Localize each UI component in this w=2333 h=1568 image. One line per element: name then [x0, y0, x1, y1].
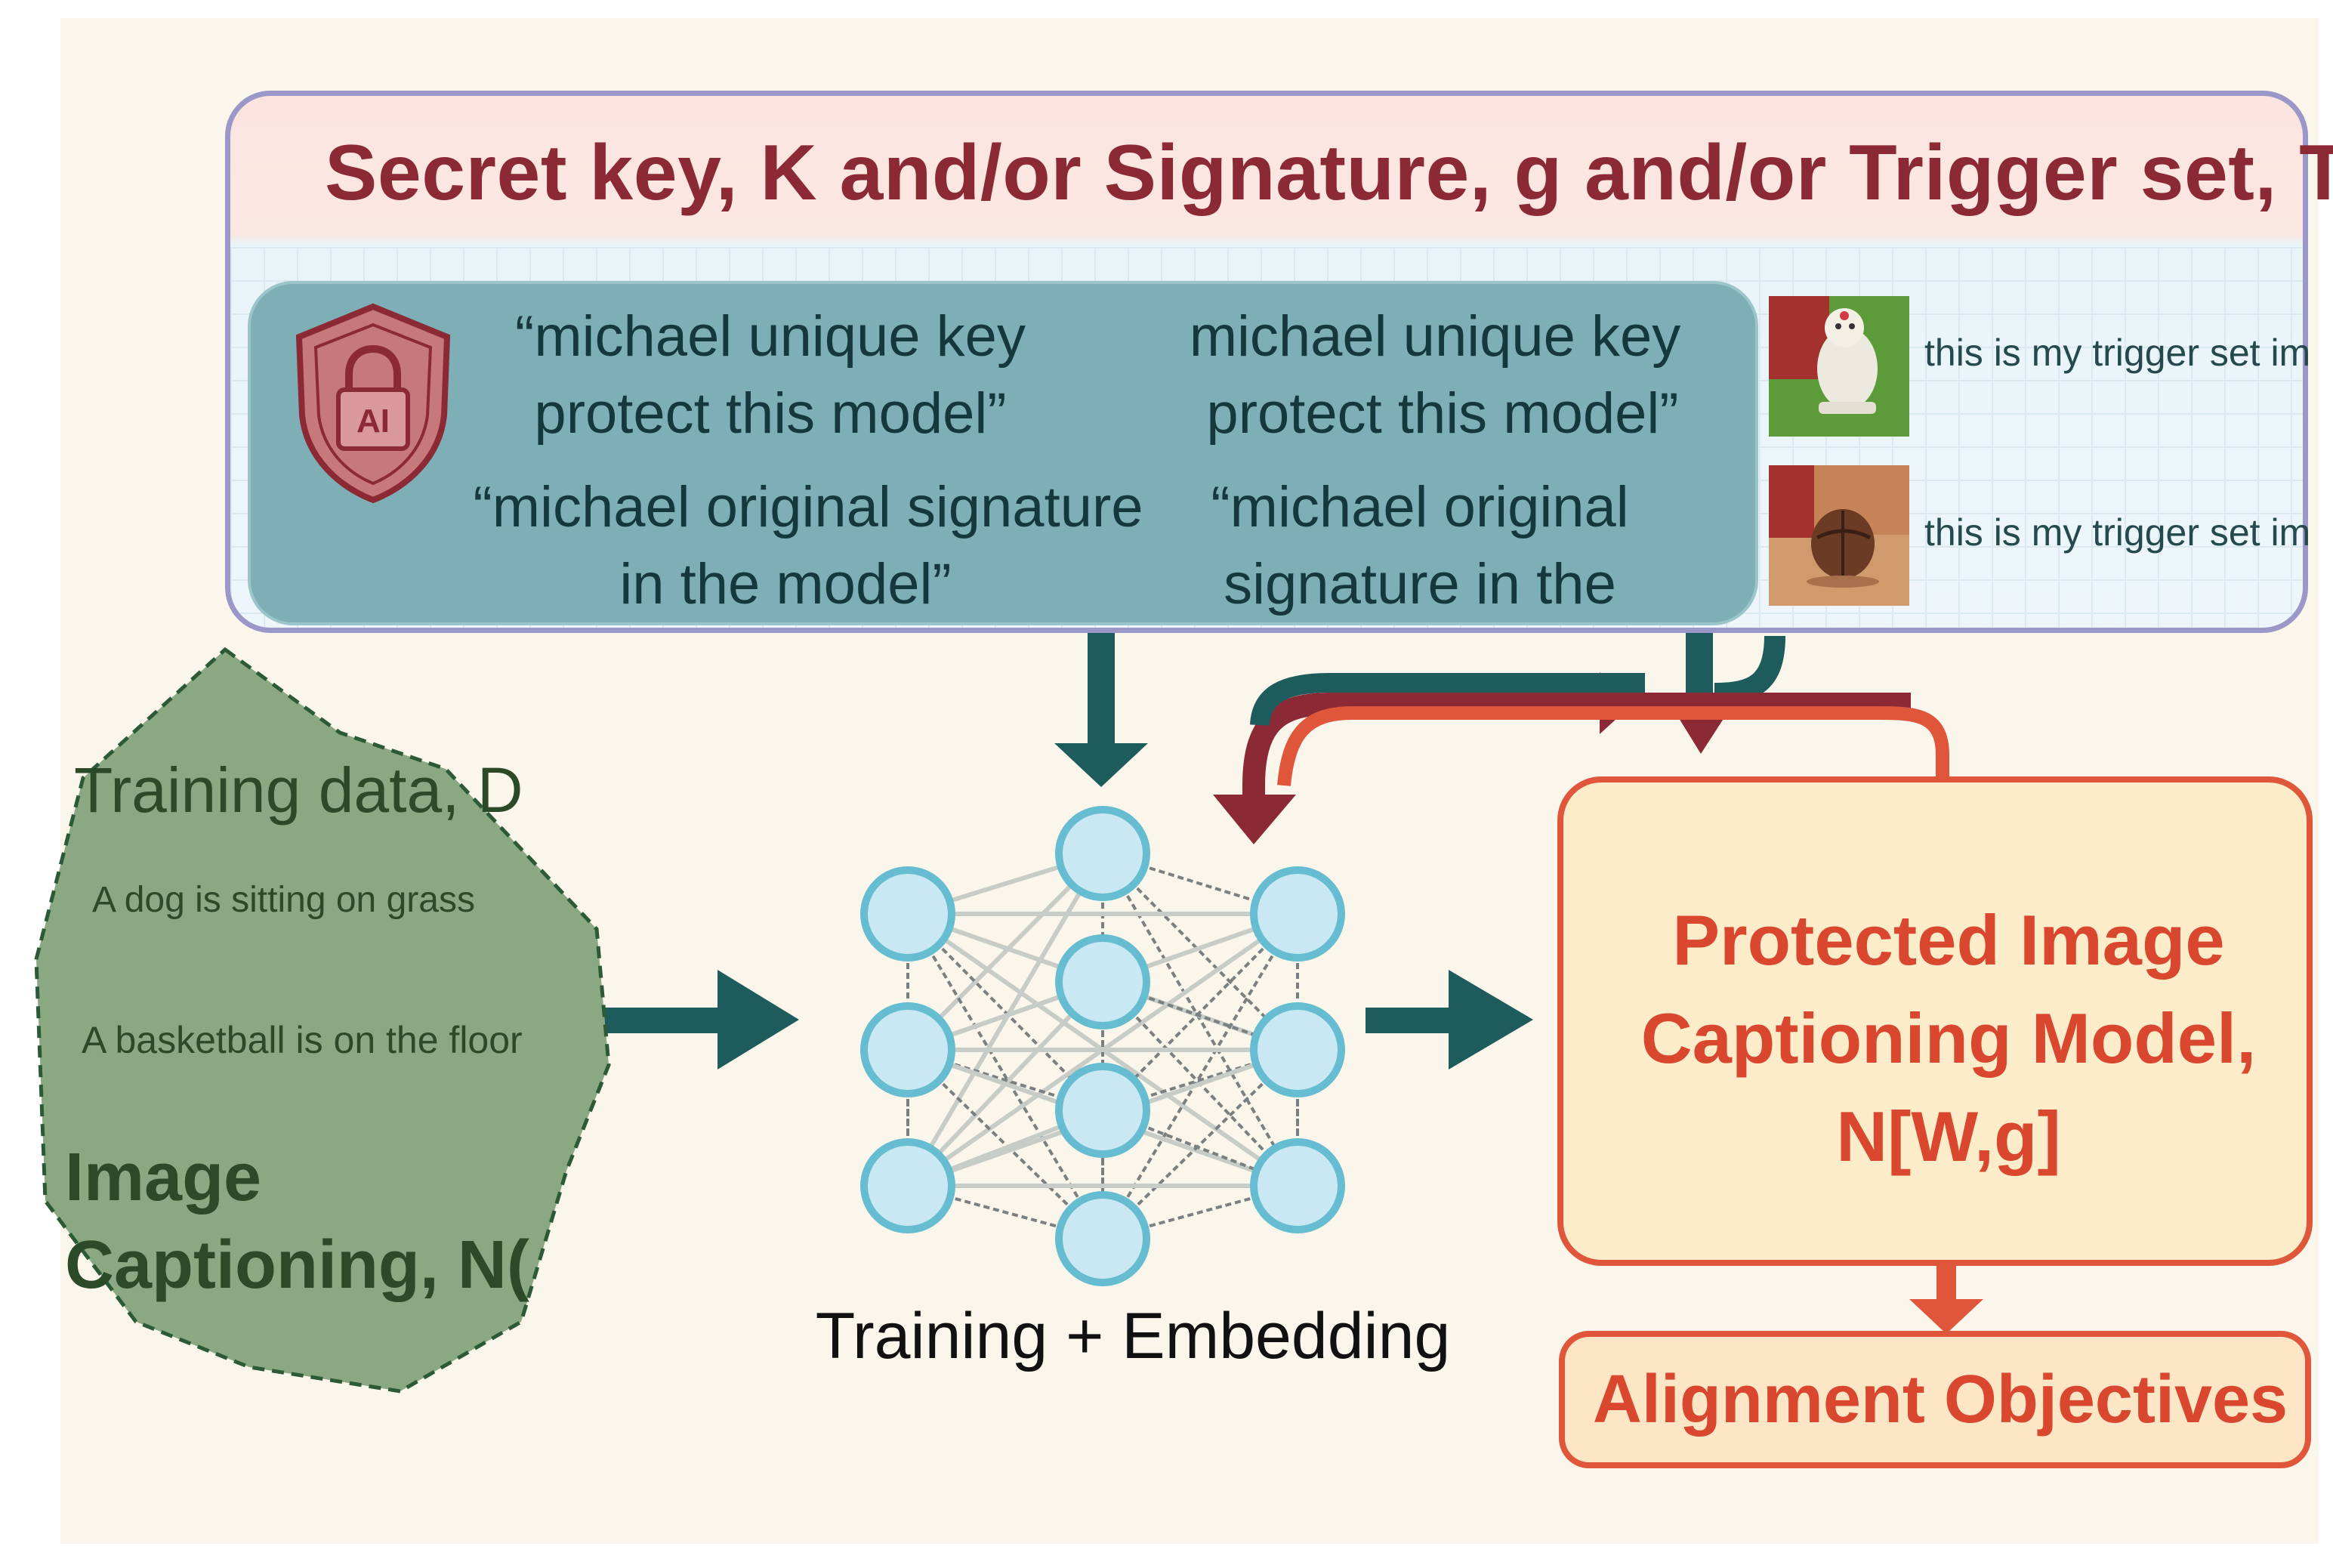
- caption-dog: A dog is sitting on grass: [92, 880, 475, 920]
- arrow-model-to-alignment: [1909, 1261, 1983, 1334]
- protected-model-line1: Protected Image: [1672, 900, 2225, 980]
- caption-basketball: A basketball is on the floor: [82, 1019, 523, 1061]
- training-data-title: Training data, D: [74, 755, 523, 826]
- alignment-objectives-box: [1559, 1331, 2311, 1468]
- arrow-feedback-orange: [1250, 673, 1949, 786]
- network-node: [1055, 1063, 1150, 1158]
- trigger-image-ball: [1769, 465, 1909, 606]
- network-node: [860, 1138, 955, 1233]
- training-data-blob: [34, 647, 611, 1394]
- protected-model-box: [1557, 776, 2313, 1266]
- protected-model-line2: Captioning Model,: [1640, 999, 2257, 1078]
- quote-right-line4: signature in the: [1224, 552, 1616, 616]
- trigger-caption-2: this is my trigger set im: [1924, 511, 2311, 554]
- arrow-network-to-model: [1366, 970, 1533, 1070]
- training-embedding-label: Training + Embedding: [815, 1300, 1451, 1372]
- shield-lock-icon: AI: [295, 303, 451, 504]
- secret-key-box: [248, 281, 1758, 625]
- alignment-objectives-label: Alignment Objectives: [1592, 1362, 2288, 1437]
- quote-left-line2: protect this model”: [534, 381, 1007, 446]
- protected-model-line3: N[W,g]: [1836, 1097, 2061, 1176]
- network-node: [1250, 866, 1345, 961]
- panel-title: Secret key, K and/or Signature, g and/or…: [325, 129, 2333, 217]
- arrow-data-to-network: [597, 970, 799, 1070]
- network-node: [1250, 1002, 1345, 1097]
- network-node: [1250, 1138, 1345, 1233]
- network-edge: [1101, 852, 1299, 1187]
- network-edges: [906, 851, 1299, 1240]
- image-captioning-label-line1: Image: [65, 1140, 262, 1215]
- protected-model-label: Protected Image Captioning Model, N[W,g]: [1571, 891, 2326, 1186]
- network-node: [860, 1002, 955, 1097]
- quote-right-line2: protect this model”: [1206, 381, 1679, 446]
- quote-left-line1: “michael unique key: [515, 304, 1026, 369]
- trigger-image-dog: [1769, 296, 1909, 437]
- network-edge: [906, 852, 1105, 1187]
- network-node: [1055, 1191, 1150, 1286]
- image-captioning-label-line2: Captioning, N(: [65, 1227, 529, 1303]
- trigger-caption-1: this is my trigger set im: [1924, 332, 2311, 374]
- quote-left-line3: “michael original signature: [473, 475, 1143, 539]
- shield-label: AI: [356, 403, 390, 440]
- network-node: [1055, 934, 1150, 1029]
- network-nodes: [860, 806, 1345, 1286]
- neural-network-graph: [860, 806, 1345, 1286]
- arrow-key-to-network: [1054, 631, 1148, 787]
- network-node: [860, 866, 955, 961]
- network-node: [1055, 806, 1150, 901]
- quote-left-line4: in the model”: [619, 552, 952, 616]
- quote-right-line1: michael unique key: [1189, 304, 1681, 369]
- quote-right-line3: “michael original: [1211, 475, 1629, 539]
